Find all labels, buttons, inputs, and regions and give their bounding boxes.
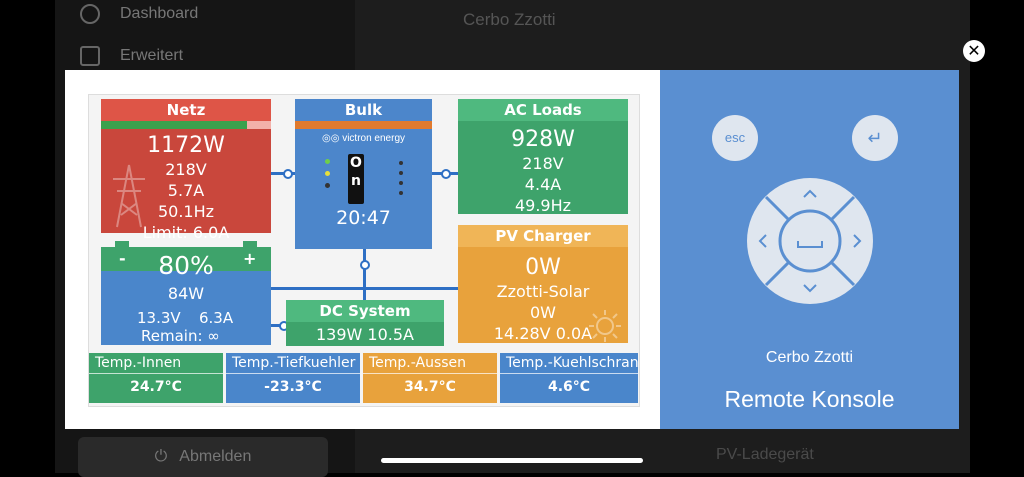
inverter-tile[interactable]: Bulk ◎◎ victron energy O n 20:47 [295,99,432,249]
gauge-icon [80,4,100,24]
esc-button[interactable]: esc [712,115,758,161]
power-pylon-icon [113,164,145,228]
switch-label-n: n [351,173,361,189]
battery-voltage: 13.3V [137,309,181,327]
pv-charger-voltage-current: 14.28V 0.0A [493,324,593,343]
grid-current: 5.7A [167,181,205,200]
battery-charge-level [101,247,271,271]
battery-minus: - [119,249,126,268]
led-indicator [325,171,330,176]
temp-sensor-name: Temp.-Tiefkuehler [226,353,360,374]
grid-power: 1172W [147,133,225,158]
led-indicator [399,171,403,175]
pv-charger-item[interactable]: PV-Ladegerät [716,446,814,463]
led-indicator [399,191,403,195]
grid-load-bar-fill [101,121,248,129]
led-indicator [399,161,403,165]
temp-sensor-innen: Temp.-Innen 24.7°C [89,353,223,403]
ac-loads-title: AC Loads [458,99,628,121]
battery-plus: + [243,249,257,268]
connector-node [360,260,370,270]
dc-system-title: DC System [286,300,444,322]
connector-node [283,169,293,179]
logout-label: Abmelden [179,448,252,465]
ac-loads-tile: AC Loads 928W 218V 4.4A 49.9Hz [458,99,628,215]
ac-loads-current: 4.4A [524,175,562,194]
ac-loads-power: 928W [511,127,575,152]
wire-bus-dcsystem [363,287,366,301]
power-icon: ⏻ [154,448,168,465]
grid-title: Netz [101,99,271,121]
console-panel: Netz 1172W 218V 5.7A 50.1Hz Limit: 6.0A … [65,70,660,429]
enter-button[interactable]: ↵ [852,115,898,161]
close-icon[interactable]: ✕ [963,40,985,62]
grid-load-bar [101,121,271,129]
victron-logo: ◎◎ victron energy [295,133,432,144]
sun-icon [589,310,621,342]
battery-soc: 80% [158,251,214,280]
pv-charger-name: Zzotti-Solar [496,282,590,301]
pv-charger-power2: 0W [530,303,556,322]
sidebar-item-dashboard[interactable]: Dashboard [80,4,198,24]
temp-sensor-aussen: Temp.-Aussen 34.7°C [363,353,497,403]
sidebar-item-label: Erweitert [120,47,184,64]
led-indicator [325,183,330,188]
temp-sensor-value: 34.7°C [404,379,456,395]
home-indicator [381,458,643,463]
inverter-time: 20:47 [336,207,391,229]
inverter-switch[interactable]: O n [348,154,364,204]
dc-system-value: 139W 10.5A [315,325,414,344]
temp-sensor-name: Temp.-Aussen [363,353,497,374]
temp-sensor-value: 4.6°C [547,379,591,395]
pv-charger-title: PV Charger [458,225,628,247]
temp-sensor-value: 24.7°C [130,379,182,395]
pv-charger-tile: PV Charger 0W Zzotti-Solar 0W 14.28V 0.0… [458,225,628,343]
logout-button[interactable]: ⏻ Abmelden [78,437,328,477]
inverter-state: Bulk [295,99,432,121]
temp-sensor-value: -23.3°C [264,379,322,395]
grid-voltage: 218V [165,160,207,179]
pv-charger-power: 0W [525,255,561,280]
remote-control-panel: esc ↵ Cerbo Zzotti Remote Konsole [660,70,959,429]
led-indicator [325,159,330,164]
sidebar-item-advanced[interactable]: Erweitert [80,46,183,66]
battery-current: 6.3A [199,309,234,327]
battery-terminal [115,241,129,247]
remote-console-modal: Netz 1172W 218V 5.7A 50.1Hz Limit: 6.0A … [65,70,959,429]
network-icon [80,46,100,66]
led-indicator [399,181,403,185]
device-title: Cerbo Zzotti [463,10,556,29]
battery-terminal [243,241,257,247]
remote-title: Remote Konsole [724,386,895,412]
grid-frequency: 50.1Hz [157,202,215,221]
switch-label-o: O [350,155,362,171]
direction-pad[interactable] [746,177,874,305]
ac-loads-voltage: 218V [522,154,564,173]
temp-sensor-kuehlschrank: Temp.-Kuehlschrank 4.6°C [500,353,638,403]
wire-battery-dcsystem [259,324,289,327]
console-screen[interactable]: Netz 1172W 218V 5.7A 50.1Hz Limit: 6.0A … [88,94,640,407]
sidebar-item-label: Dashboard [120,5,199,22]
battery-power: 84W [167,284,205,303]
inverter-stripe [295,121,432,129]
connector-node [441,169,451,179]
temp-sensor-tiefkuehler: Temp.-Tiefkuehler -23.3°C [226,353,360,403]
temp-sensor-name: Temp.-Kuehlschrank [500,353,638,374]
victron-brand: victron energy [342,133,406,144]
victron-logo-icon: ◎◎ [321,133,343,144]
remote-device-name: Cerbo Zzotti [765,349,854,366]
dc-system-tile: DC System 139W 10.5A [286,300,444,346]
ac-loads-frequency: 49.9Hz [514,196,572,215]
temp-sensor-name: Temp.-Innen [89,353,223,374]
battery-remain: Remain: ∞ [141,327,220,345]
grid-limit: Limit: 6.0A [142,223,230,242]
grid-tile: Netz 1172W 218V 5.7A 50.1Hz Limit: 6.0A [101,99,271,242]
battery-tile: - + 80% 84W 13.3V 6.3A Remain: ∞ [101,241,271,345]
